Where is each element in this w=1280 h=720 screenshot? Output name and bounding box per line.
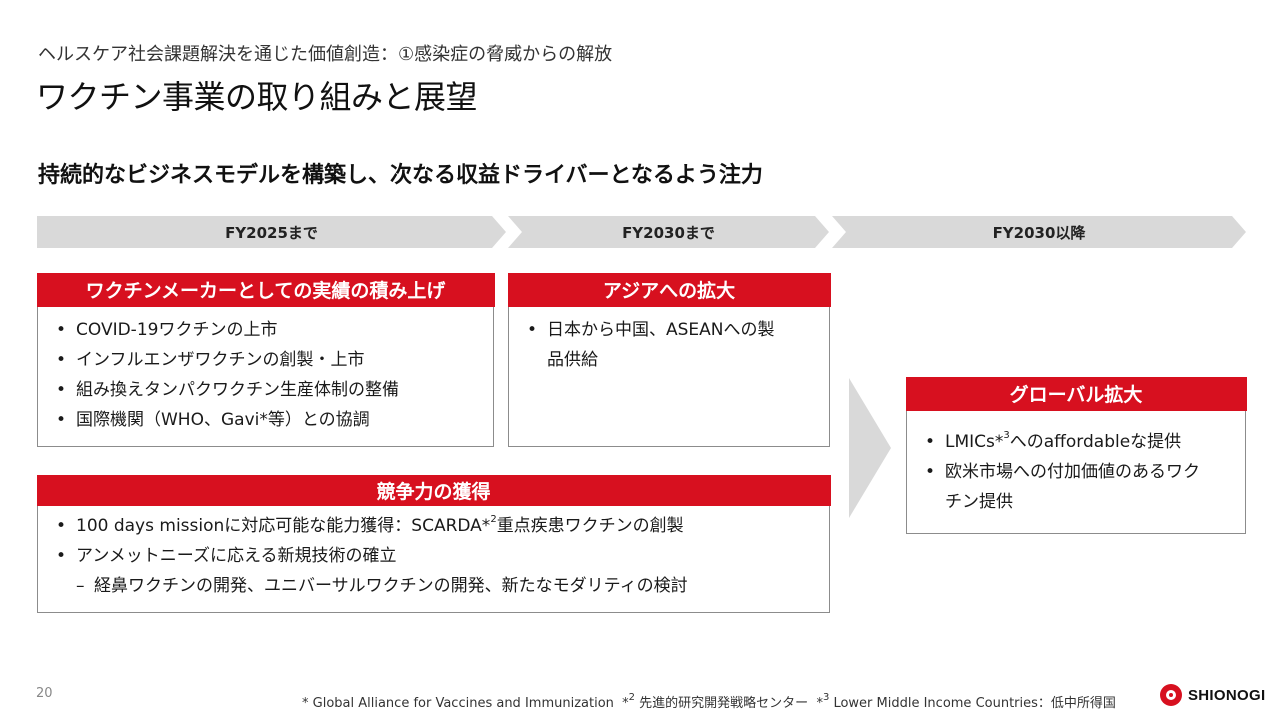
footnotes: * Global Alliance for Vaccines and Immun… [302, 691, 1116, 711]
global-expansion-heading: グローバル拡大 [905, 376, 1247, 411]
bullet-icon: • [56, 379, 67, 400]
list-item: •欧米市場への付加価値のあるワクチン提供 [907, 457, 1205, 517]
phase-after-fy2030: FY2030以降 [832, 216, 1246, 248]
list-item: •組み換えタンパクワクチン生産体制の整備 [38, 375, 493, 405]
bullet-icon: • [56, 409, 67, 430]
page-title: ワクチン事業の取り組みと展望 [36, 78, 478, 116]
list-item: •COVID-19ワクチンの上市 [38, 315, 493, 345]
list-item: •国際機関（WHO、Gavi*等）との協調 [38, 405, 493, 435]
dash-icon: – [76, 575, 85, 596]
global-expansion-box: グローバル拡大 •LMICs*3へのaffordableな提供 •欧米市場への付… [905, 376, 1247, 534]
logo-text: SHIONOGI [1188, 686, 1266, 704]
list-item: •LMICs*3へのaffordableな提供 [907, 427, 1245, 457]
list-item: •100 days missionに対応可能な能力獲得：SCARDA*2重点疾患… [38, 511, 829, 541]
competitiveness-box: 競争力の獲得 •100 days missionに対応可能な能力獲得：SCARD… [36, 474, 831, 613]
list-item: •アンメットニーズに応える新規技術の確立 [38, 541, 829, 571]
bullet-icon: • [56, 319, 67, 340]
shionogi-logo: SHIONOGI [1160, 684, 1265, 706]
track-record-heading: ワクチンメーカーとしての実績の積み上げ [36, 272, 495, 307]
asia-expansion-box: アジアへの拡大 •日本から中国、ASEANへの製品供給 [507, 272, 831, 447]
bullet-icon: • [527, 319, 538, 340]
page-number: 20 [36, 686, 53, 701]
list-item: •日本から中国、ASEANへの製品供給 [509, 315, 787, 375]
bullet-icon: • [56, 545, 67, 566]
bullet-icon: • [56, 515, 67, 536]
list-item: •インフルエンザワクチンの創製・上市 [38, 345, 493, 375]
global-expansion-list: •LMICs*3へのaffordableな提供 •欧米市場への付加価値のあるワク… [907, 411, 1245, 517]
page-subtitle: ヘルスケア社会課題解決を通じた価値創造：①感染症の脅威からの解放 [38, 44, 613, 65]
bullet-icon: • [925, 461, 936, 482]
lead-message: 持続的なビジネスモデルを構築し、次なる収益ドライバーとなるよう注力 [38, 163, 763, 188]
phase-fy2025: FY2025まで [37, 216, 506, 248]
shionogi-logo-icon [1160, 684, 1182, 706]
asia-expansion-list: •日本から中国、ASEANへの製品供給 [509, 307, 829, 375]
bullet-icon: • [56, 349, 67, 370]
list-item: –経鼻ワクチンの開発、ユニバーサルワクチンの開発、新たなモダリティの検討 [38, 571, 829, 601]
competitiveness-heading: 競争力の獲得 [36, 474, 831, 506]
track-record-box: ワクチンメーカーとしての実績の積み上げ •COVID-19ワクチンの上市 •イン… [36, 272, 495, 447]
bullet-icon: • [925, 431, 936, 452]
phase-fy2030: FY2030まで [508, 216, 829, 248]
competitiveness-list: •100 days missionに対応可能な能力獲得：SCARDA*2重点疾患… [38, 506, 829, 601]
right-arrow-icon [849, 378, 891, 518]
asia-expansion-heading: アジアへの拡大 [507, 272, 831, 307]
track-record-list: •COVID-19ワクチンの上市 •インフルエンザワクチンの創製・上市 •組み換… [38, 307, 493, 435]
